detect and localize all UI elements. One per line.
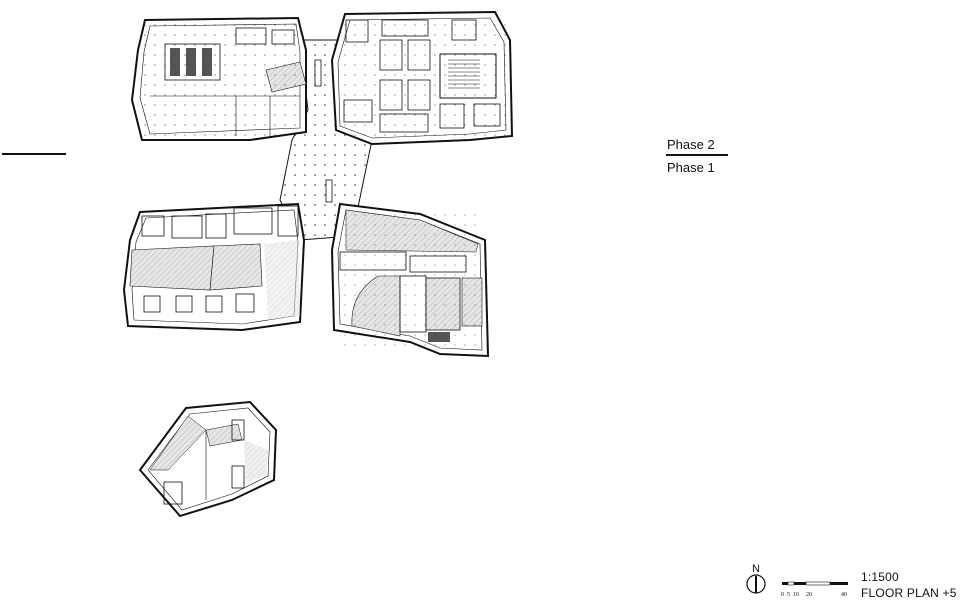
scale-tick-40: 40: [841, 592, 847, 598]
phase-2-label: Phase 2: [667, 137, 715, 152]
scale-tick-10: 10: [793, 592, 799, 598]
building-top-left: [130, 16, 307, 141]
north-arrow-icon: [746, 574, 766, 594]
building-top-right: [330, 10, 514, 146]
drawing-scale: 1:1500: [861, 570, 899, 584]
scale-tick-0: 0: [781, 592, 784, 598]
north-label: N: [752, 563, 761, 575]
scale-bar: 0 5 10 20 40: [781, 581, 848, 598]
phase-1-label: Phase 1: [667, 160, 715, 175]
building-bottom: [138, 400, 278, 518]
building-middle-right: [330, 202, 490, 358]
building-middle-left: [122, 202, 306, 332]
scale-tick-5: 5: [787, 592, 790, 598]
phase-divider-line: [666, 154, 728, 156]
drawing-title: FLOOR PLAN +5: [861, 586, 957, 600]
scale-tick-20: 20: [806, 592, 812, 598]
